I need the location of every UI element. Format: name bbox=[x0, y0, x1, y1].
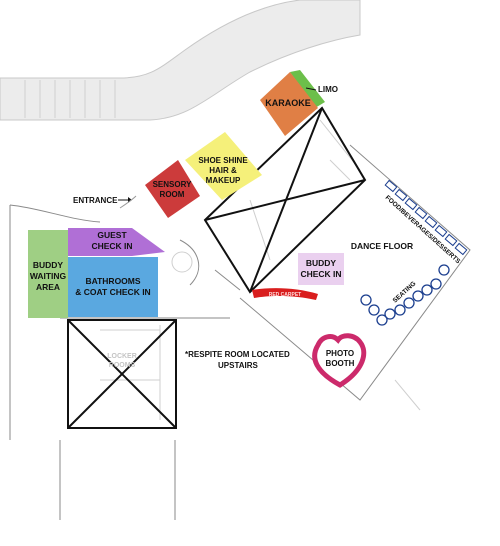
guest-check-in-label-2: CHECK IN bbox=[91, 241, 132, 251]
bathrooms-zone bbox=[68, 257, 158, 317]
buddy-waiting-label-2: WAITING bbox=[30, 271, 67, 281]
buddy-check-in-label-2: CHECK IN bbox=[300, 269, 341, 279]
interior-details bbox=[100, 119, 421, 420]
entrance-label: ENTRANCE bbox=[73, 196, 118, 205]
dance-floor-label: DANCE FLOOR bbox=[351, 241, 413, 251]
sensory-room-zone bbox=[145, 160, 200, 218]
red-carpet-label: RED CARPET bbox=[269, 292, 302, 298]
photo-booth-label-2: BOOTH bbox=[326, 359, 355, 368]
building-walls bbox=[9, 144, 471, 520]
entrance-door bbox=[119, 195, 137, 209]
locker-rooms-label-1: LOCKER bbox=[107, 353, 137, 360]
seating-circles bbox=[360, 264, 450, 326]
photo-booth-label-1: PHOTO bbox=[326, 349, 354, 358]
sensory-label-2: ROOM bbox=[160, 190, 185, 199]
limo-zone bbox=[290, 70, 325, 108]
buddy-check-in-zone bbox=[298, 253, 344, 285]
guest-check-in-label-1: GUEST bbox=[97, 230, 127, 240]
locker-rooms-x-box bbox=[67, 319, 177, 429]
driveway-hatching bbox=[24, 80, 116, 118]
karaoke-zone bbox=[260, 72, 318, 136]
red-carpet bbox=[252, 288, 318, 300]
respite-note-line-1: *RESPITE ROOM LOCATED bbox=[185, 350, 290, 359]
shoe-shine-label-2: HAIR & bbox=[209, 166, 237, 175]
buddy-waiting-label-1: BUDDY bbox=[33, 260, 64, 270]
food-tables bbox=[384, 179, 468, 256]
shoe-shine-label-3: MAKEUP bbox=[206, 176, 241, 185]
driveway bbox=[0, 0, 361, 121]
buddy-waiting-label-3: AREA bbox=[36, 282, 60, 292]
sensory-label-1: SENSORY bbox=[153, 180, 192, 189]
shoe-shine-zone bbox=[185, 132, 262, 200]
food-label: FOOD/BEVERAGES/DESSERTS bbox=[384, 194, 462, 265]
bathrooms-label-2: & COAT CHECK IN bbox=[75, 287, 150, 297]
shoe-shine-label-1: SHOE SHINE bbox=[198, 156, 248, 165]
bathrooms-label-1: BATHROOMS bbox=[85, 276, 140, 286]
limo-pointer bbox=[305, 87, 317, 91]
buddy-waiting-zone bbox=[28, 230, 68, 318]
locker-rooms-label-2: ROOMS bbox=[109, 362, 136, 369]
limo-label: LIMO bbox=[318, 85, 338, 94]
karaoke-label: KARAOKE bbox=[265, 98, 311, 108]
respite-note-line-2: UPSTAIRS bbox=[218, 361, 259, 370]
photo-booth bbox=[312, 333, 367, 388]
guest-check-in-zone bbox=[68, 228, 165, 256]
buddy-check-in-label-1: BUDDY bbox=[306, 258, 337, 268]
dance-floor-x-box bbox=[203, 106, 367, 294]
